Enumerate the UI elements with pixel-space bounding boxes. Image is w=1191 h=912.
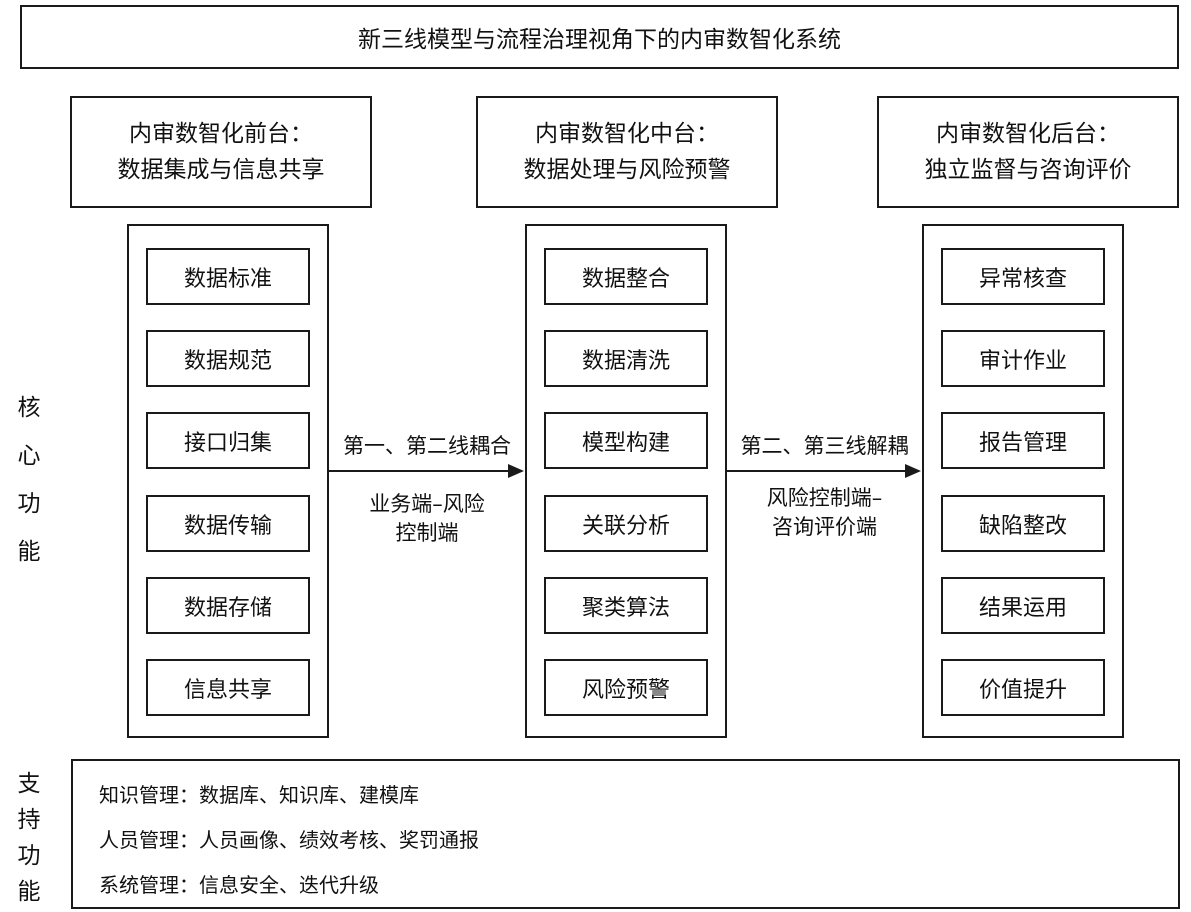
back-item: 报告管理 bbox=[941, 412, 1105, 469]
front-item: 接口归集 bbox=[146, 412, 310, 469]
front-office-header-line2: 数据集成与信息共享 bbox=[117, 157, 325, 183]
front-item: 数据存储 bbox=[146, 577, 310, 634]
core-label-char: 能 bbox=[17, 539, 41, 565]
middle-office-header-line2: 数据处理与风险预警 bbox=[523, 157, 731, 183]
connector-1-label: 第一、第二线耦合 bbox=[343, 434, 511, 458]
front-item: 数据规范 bbox=[146, 330, 310, 387]
front-item: 数据标准 bbox=[146, 248, 310, 305]
support-line-system: 系统管理：信息安全、迭代升级 bbox=[99, 873, 379, 897]
core-function-label: 核 心 功 能 bbox=[0, 384, 58, 576]
support-line-knowledge: 知识管理：数据库、知识库、建模库 bbox=[99, 783, 419, 807]
middle-item: 模型构建 bbox=[544, 412, 708, 469]
support-label-char: 持 bbox=[17, 807, 41, 833]
middle-item: 风险预警 bbox=[544, 659, 708, 716]
middle-office-header: 内审数智化中台： 数据处理与风险预警 bbox=[476, 96, 778, 208]
connector-1-arrow bbox=[329, 464, 524, 478]
back-office-column: 异常核查 审计作业 报告管理 缺陷整改 结果运用 价值提升 bbox=[922, 224, 1124, 738]
connector-2-sub-line1: 风险控制端– bbox=[766, 486, 883, 510]
middle-item: 数据整合 bbox=[544, 248, 708, 305]
back-item: 结果运用 bbox=[941, 577, 1105, 634]
connector-1-sub-line2: 控制端 bbox=[395, 521, 459, 545]
support-label-char: 支 bbox=[17, 771, 41, 797]
arrowhead-icon bbox=[905, 464, 921, 478]
diagram-title: 新三线模型与流程治理视角下的内审数智化系统 bbox=[20, 5, 1179, 69]
back-office-header-line1: 内审数智化后台： bbox=[936, 121, 1120, 147]
connector-2-sublabel: 风险控制端– 咨询评价端 bbox=[727, 484, 922, 542]
support-line-personnel: 人员管理：人员画像、绩效考核、奖罚通报 bbox=[99, 828, 479, 852]
connector-1-sub-line1: 业务端–风险 bbox=[369, 492, 485, 516]
middle-item: 聚类算法 bbox=[544, 577, 708, 634]
core-label-char: 功 bbox=[17, 491, 41, 517]
core-label-char: 核 bbox=[17, 395, 41, 421]
back-item: 异常核查 bbox=[941, 248, 1105, 305]
middle-office-column: 数据整合 数据清洗 模型构建 关联分析 聚类算法 风险预警 bbox=[525, 224, 727, 738]
front-office-header: 内审数智化前台： 数据集成与信息共享 bbox=[70, 96, 372, 208]
back-item: 审计作业 bbox=[941, 330, 1105, 387]
middle-item: 关联分析 bbox=[544, 495, 708, 552]
front-office-column: 数据标准 数据规范 接口归集 数据传输 数据存储 信息共享 bbox=[127, 224, 329, 738]
back-office-header-line2: 独立监督与咨询评价 bbox=[924, 157, 1132, 183]
support-functions-box: 知识管理：数据库、知识库、建模库 人员管理：人员画像、绩效考核、奖罚通报 系统管… bbox=[71, 759, 1180, 909]
support-label-char: 功 bbox=[17, 843, 41, 869]
middle-item: 数据清洗 bbox=[544, 330, 708, 387]
connector-1-sublabel: 业务端–风险 控制端 bbox=[329, 490, 525, 548]
front-item: 信息共享 bbox=[146, 659, 310, 716]
front-item: 数据传输 bbox=[146, 495, 310, 552]
connector-2-arrow bbox=[727, 464, 921, 478]
connector-2-label: 第二、第三线解耦 bbox=[740, 434, 909, 458]
back-item: 缺陷整改 bbox=[941, 495, 1105, 552]
back-office-header: 内审数智化后台： 独立监督与咨询评价 bbox=[877, 96, 1179, 208]
core-label-char: 心 bbox=[17, 443, 41, 469]
support-function-label: 支 持 功 能 bbox=[0, 766, 58, 910]
middle-office-header-line1: 内审数智化中台： bbox=[535, 121, 719, 147]
connector-2-sub-line2: 咨询评价端 bbox=[772, 515, 877, 539]
support-label-char: 能 bbox=[17, 879, 41, 905]
front-office-header-line1: 内审数智化前台： bbox=[129, 121, 313, 147]
back-item: 价值提升 bbox=[941, 659, 1105, 716]
arrowhead-icon bbox=[508, 464, 524, 478]
